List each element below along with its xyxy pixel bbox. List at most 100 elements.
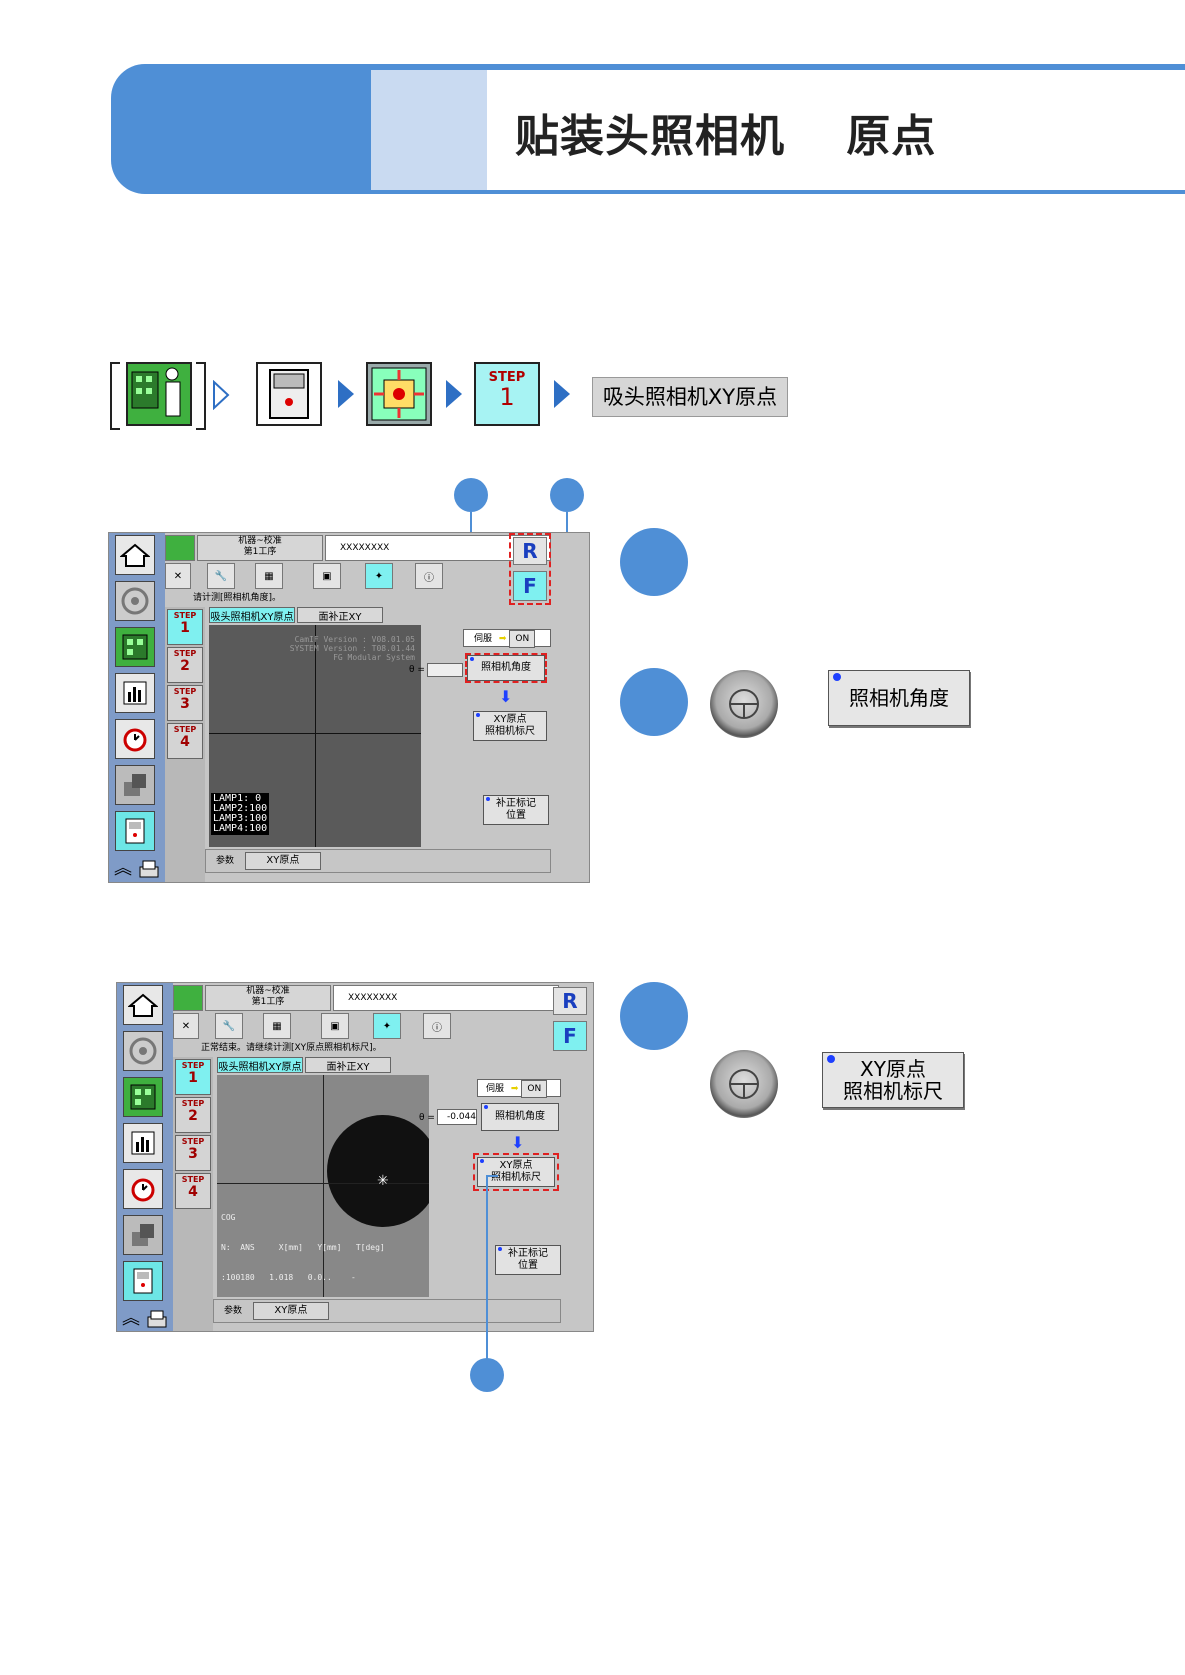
wrench-icon[interactable]: 🔧	[207, 563, 235, 589]
servo-value[interactable]: ON	[509, 630, 536, 648]
cancel-tool-icon[interactable]: ✕	[173, 1013, 199, 1039]
header-line2: 第1工序	[251, 997, 285, 1007]
callout-line	[486, 1175, 488, 1361]
screen-1: ︽ 机器~校准 第1工序 XXXXXXXX ✕ 🔧 ▦ ▣ ✦ ⓘ 请计测[照相…	[108, 532, 590, 883]
page-title: 贴装头照相机 原点	[515, 111, 937, 162]
servo-value[interactable]: ON	[521, 1080, 548, 1098]
f-button[interactable]: F	[553, 1021, 587, 1051]
scroll-up-icon[interactable]: ︽	[114, 858, 132, 879]
document-icon[interactable]: ▣	[321, 1013, 349, 1039]
breadcrumb-target-label[interactable]: 吸头照相机XY原点	[592, 377, 788, 417]
tab-face-correction[interactable]: 面补正XY	[297, 607, 383, 623]
header-machine-icon[interactable]	[173, 985, 203, 1011]
board-icon[interactable]	[115, 627, 155, 667]
adjustment-icon[interactable]	[115, 811, 155, 851]
step-icon-number: 1	[499, 383, 515, 411]
file-name-box: XXXXXXXX	[333, 985, 559, 1011]
board-icon[interactable]	[123, 1077, 163, 1117]
header-title-area	[487, 70, 1185, 190]
fan-icon[interactable]	[123, 1031, 163, 1071]
message-text: 正常结束。请继续计测[XY原点照相机标尺]。	[201, 1043, 382, 1053]
camera-view: ✳ COG N: ANS X[mm] Y[mm] T[deg] :100180 …	[217, 1075, 429, 1297]
theta-label: θ =	[409, 665, 425, 675]
callout-marker	[470, 1358, 504, 1392]
file-name: XXXXXXXX	[348, 993, 398, 1003]
home-icon[interactable]	[115, 535, 155, 575]
header-line2: 第1工序	[243, 547, 277, 557]
chart-icon[interactable]	[115, 673, 155, 713]
correction-mark-button[interactable]: 补正标记位置	[483, 795, 549, 825]
arrow-icon	[338, 380, 354, 408]
correction-mark-button[interactable]: 补正标记位置	[495, 1245, 561, 1275]
header-mid-block	[371, 70, 487, 190]
printer-icon[interactable]	[145, 1309, 169, 1331]
theta-field	[427, 663, 463, 677]
window-icon[interactable]	[115, 765, 155, 805]
calibration-tool-icon[interactable]: ✦	[365, 563, 393, 589]
calibration-icon[interactable]	[366, 362, 432, 426]
chart-icon[interactable]	[123, 1123, 163, 1163]
info-icon[interactable]: ⓘ	[415, 563, 443, 589]
home-icon[interactable]	[123, 985, 163, 1025]
step-marker	[620, 982, 688, 1050]
fan-icon[interactable]	[115, 581, 155, 621]
cancel-tool-icon[interactable]: ✕	[165, 563, 191, 589]
scroll-up-icon[interactable]: ︽	[122, 1308, 140, 1329]
footer-bar: 参数 XY原点	[213, 1299, 561, 1323]
footer-bar: 参数 XY原点	[205, 849, 551, 873]
r-button[interactable]: R	[513, 537, 547, 565]
footer-label: 参数	[224, 1306, 243, 1316]
footer-button[interactable]: XY原点	[252, 1301, 329, 1320]
adjustment-icon[interactable]	[123, 1261, 163, 1301]
bracket-right	[196, 362, 206, 430]
bracket-left	[110, 362, 120, 430]
crosshair-h	[209, 733, 421, 734]
header-machine-icon[interactable]	[165, 535, 195, 561]
header-top-line	[371, 64, 1185, 70]
header-title-box: 机器~校准 第1工序	[205, 985, 331, 1011]
jog-dial-icon	[710, 670, 778, 738]
machine-setup-icon[interactable]	[126, 362, 192, 426]
footer-button[interactable]: XY原点	[244, 851, 321, 870]
xy-origin-scale-button[interactable]: XY原点照相机标尺	[473, 711, 547, 741]
window-icon[interactable]	[123, 1215, 163, 1255]
header-title-box: 机器~校准 第1工序	[197, 535, 323, 561]
f-button[interactable]: F	[513, 571, 547, 601]
r-button[interactable]: R	[553, 987, 587, 1015]
tab-face-correction[interactable]: 面补正XY	[305, 1057, 391, 1073]
document-icon[interactable]: ▣	[313, 563, 341, 589]
wrench-icon[interactable]: 🔧	[215, 1013, 243, 1039]
crosshair-v	[323, 1075, 324, 1297]
adjustment-icon[interactable]	[256, 362, 322, 426]
servo-arrow-icon: ➡	[510, 1084, 519, 1094]
camera-angle-button[interactable]: 照相机角度	[467, 655, 545, 681]
step-marker	[620, 668, 688, 736]
servo-label: 伺服	[474, 634, 493, 644]
camera-angle-button[interactable]: 照相机角度	[481, 1103, 559, 1131]
theta-field: -0.044	[437, 1109, 477, 1125]
step-icon[interactable]: STEP 1	[474, 362, 540, 426]
alarm-clock-icon[interactable]	[123, 1169, 163, 1209]
servo-box: 伺服 ➡ ON	[463, 629, 551, 648]
alarm-clock-icon[interactable]	[115, 719, 155, 759]
list-icon[interactable]: ▦	[255, 563, 283, 589]
down-arrow-icon: ⬇	[511, 1133, 525, 1152]
tab-nozzle-camera-xy[interactable]: 吸头照相机XY原点	[209, 607, 295, 623]
calibration-tool-icon[interactable]: ✦	[373, 1013, 401, 1039]
servo-box: 伺服 ➡ ON	[477, 1079, 561, 1098]
tab-nozzle-camera-xy[interactable]: 吸头照相机XY原点	[217, 1057, 303, 1073]
info-icon[interactable]: ⓘ	[423, 1013, 451, 1039]
list-icon[interactable]: ▦	[263, 1013, 291, 1039]
result-readout: COG N: ANS X[mm] Y[mm] T[deg] :100180 1.…	[221, 1213, 385, 1282]
xy-origin-scale-button[interactable]: XY原点照相机标尺	[477, 1157, 555, 1187]
printer-icon[interactable]	[137, 859, 161, 881]
arrow-icon	[554, 380, 570, 408]
